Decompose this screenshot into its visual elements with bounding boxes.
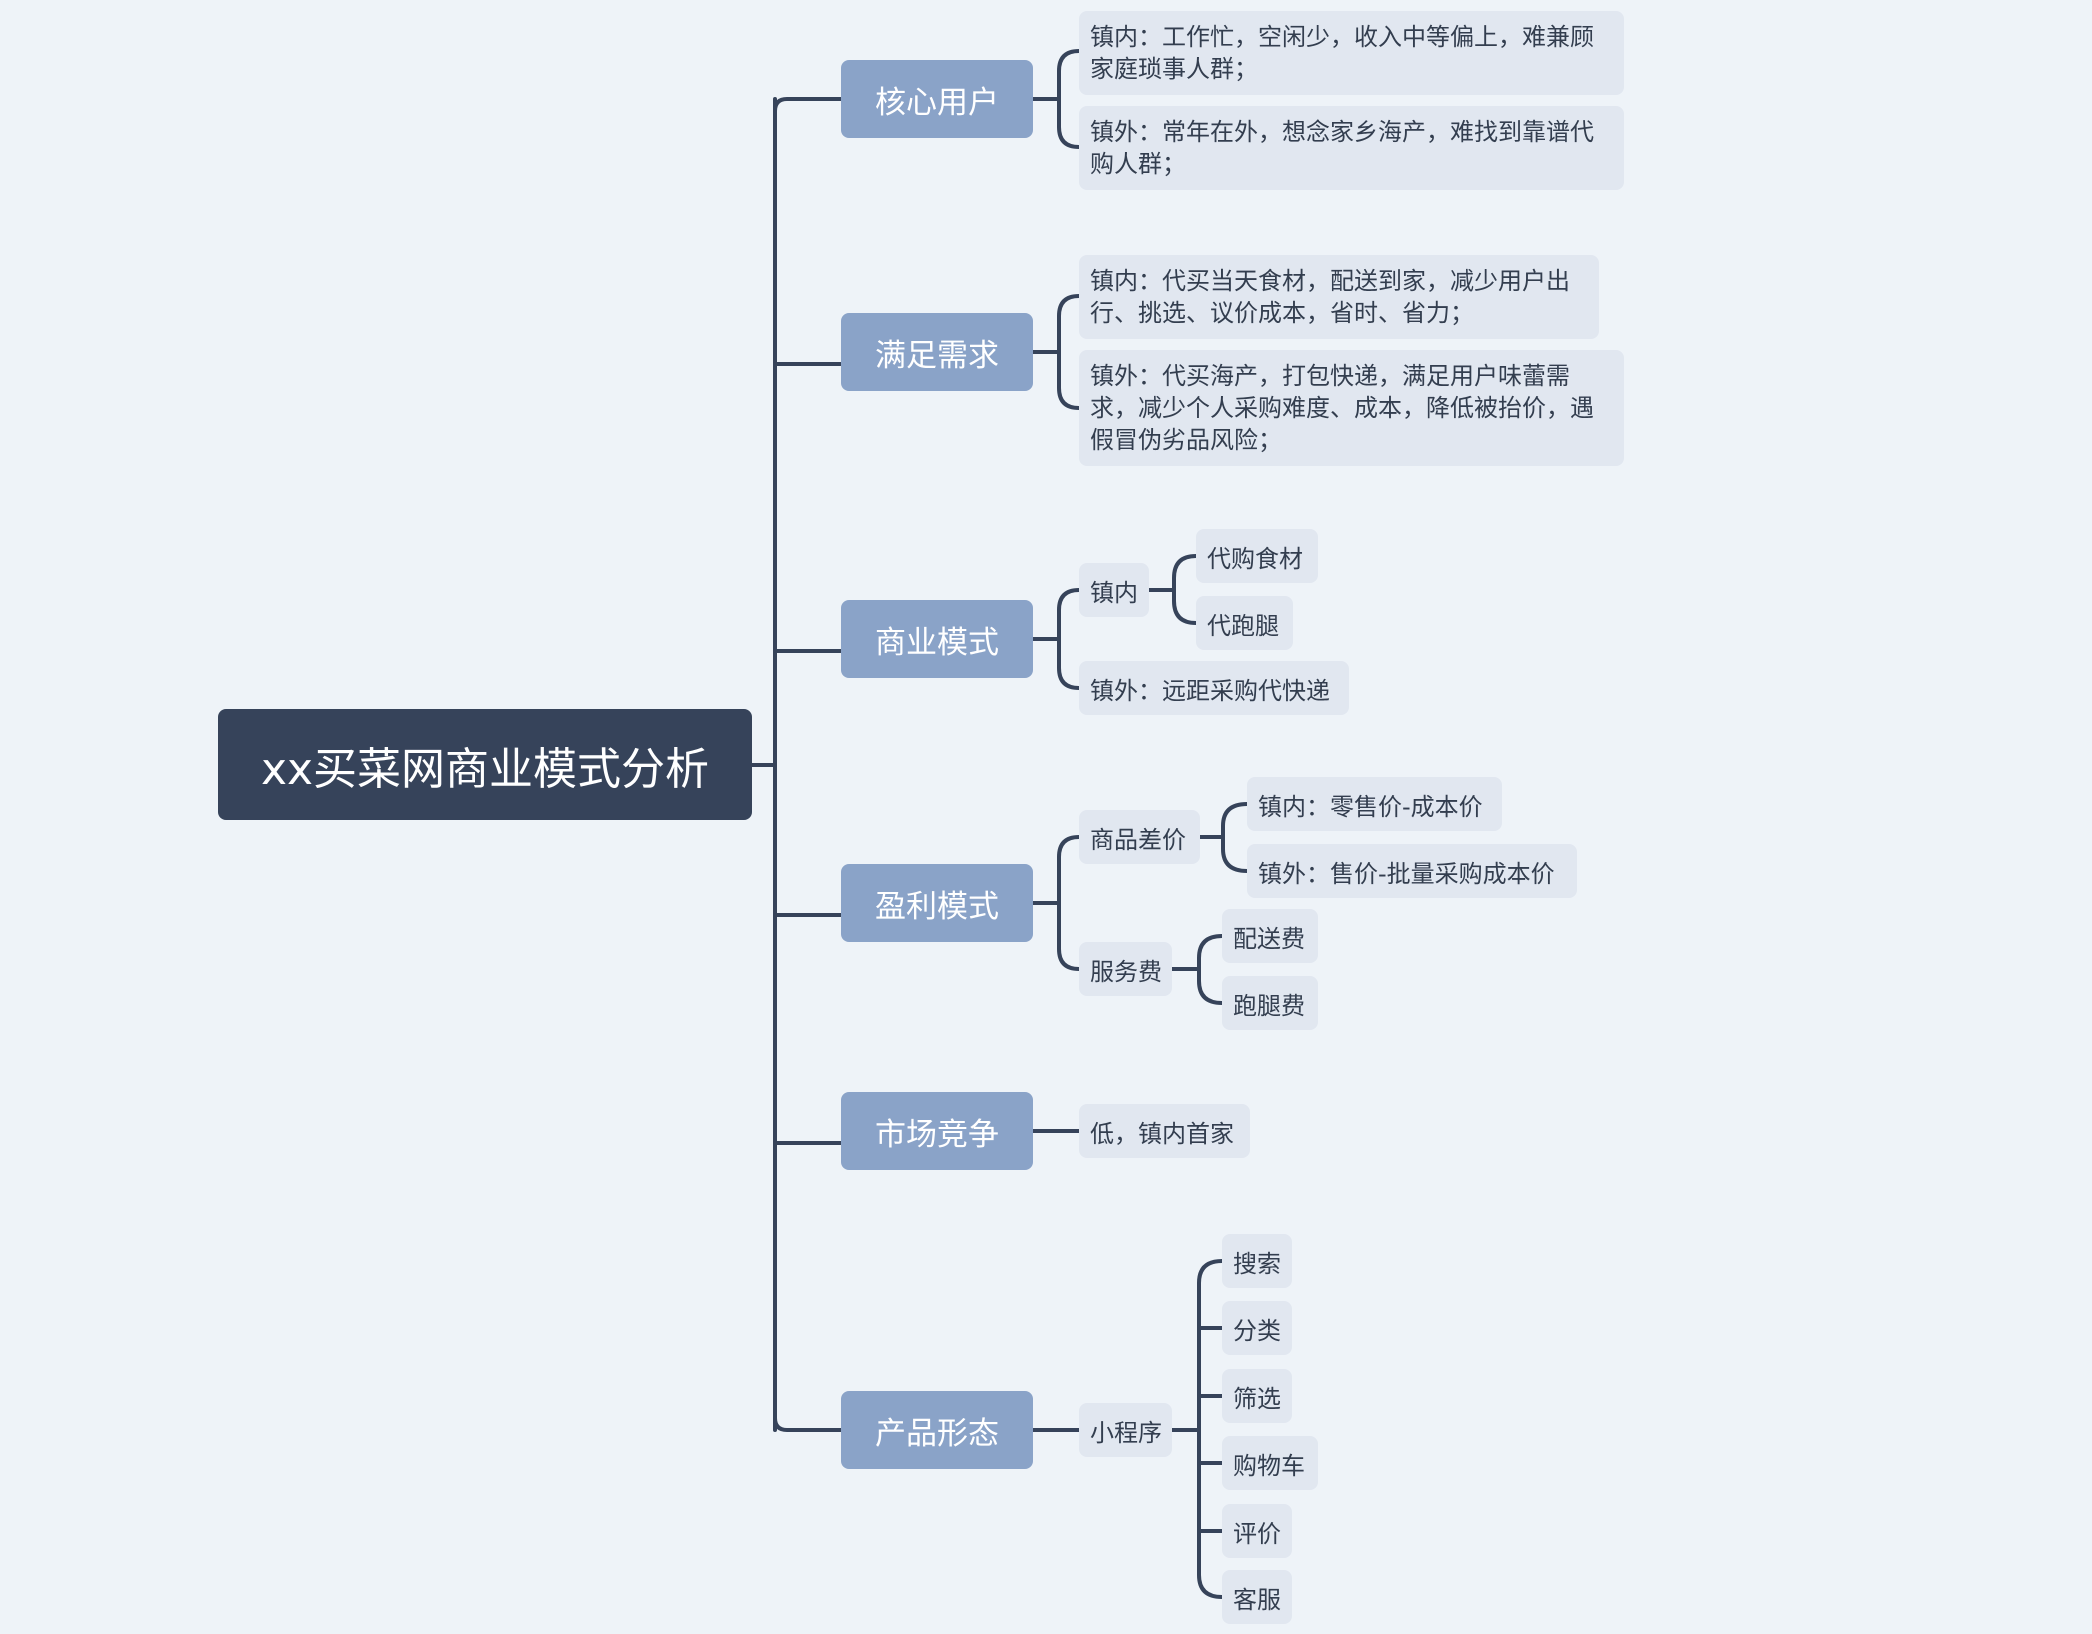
node-profit[interactable]: 盈利模式 bbox=[841, 864, 1033, 942]
line-1: 镇外：常年在外，想念家乡海产，难找到靠谱代 bbox=[1090, 118, 1594, 146]
connector-business-inner bbox=[1147, 554, 1198, 625]
connector-product-mini bbox=[1170, 1259, 1224, 1599]
node-profit-margin-inner[interactable]: 镇内：零售价-成本价 bbox=[1247, 777, 1502, 831]
node-market-low[interactable]: 低，镇内首家 bbox=[1079, 1104, 1250, 1158]
node-business-inner[interactable]: 镇内 bbox=[1079, 563, 1149, 617]
node-core-users-inner[interactable]: 镇内：工作忙，空闲少，收入中等偏上，难兼顾 家庭琐事人群； bbox=[1079, 11, 1624, 95]
node-business-inner-errand[interactable]: 代跑腿 bbox=[1196, 596, 1293, 650]
node-product-category[interactable]: 分类 bbox=[1222, 1301, 1292, 1355]
node-core-users[interactable]: 核心用户 bbox=[841, 60, 1033, 138]
line-1: 镇内：工作忙，空闲少，收入中等偏上，难兼顾 bbox=[1090, 23, 1594, 51]
node-product-mini-program[interactable]: 小程序 bbox=[1079, 1403, 1172, 1457]
line-2: 求，减少个人采购难度、成本，降低被抬价，遇 bbox=[1090, 394, 1594, 422]
connector-needs bbox=[1031, 294, 1081, 410]
node-profit-service[interactable]: 服务费 bbox=[1079, 942, 1172, 996]
connector-business bbox=[1031, 588, 1081, 690]
connector-main-6 bbox=[773, 1416, 843, 1432]
line-1: 镇外：代买海产，打包快递，满足用户味蕾需 bbox=[1090, 362, 1570, 390]
line-2: 行、挑选、议价成本，省时、省力； bbox=[1090, 299, 1474, 327]
node-profit-margin-outer[interactable]: 镇外：售价-批量采购成本价 bbox=[1247, 844, 1577, 898]
node-profit-delivery-fee[interactable]: 配送费 bbox=[1222, 909, 1318, 963]
node-profit-margin[interactable]: 商品差价 bbox=[1079, 810, 1200, 864]
line-1: 镇内：代买当天食材，配送到家，减少用户出 bbox=[1090, 267, 1570, 295]
connector-core-users bbox=[1031, 49, 1081, 149]
node-product-support[interactable]: 客服 bbox=[1222, 1570, 1292, 1624]
line-3: 假冒伪劣品风险； bbox=[1090, 426, 1282, 454]
line-2: 购人群； bbox=[1090, 150, 1186, 178]
node-needs-inner[interactable]: 镇内：代买当天食材，配送到家，减少用户出 行、挑选、议价成本，省时、省力； bbox=[1079, 255, 1599, 339]
node-product-search[interactable]: 搜索 bbox=[1222, 1234, 1292, 1288]
node-product[interactable]: 产品形态 bbox=[841, 1391, 1033, 1469]
connector-root bbox=[750, 97, 777, 1432]
node-core-users-outer[interactable]: 镇外：常年在外，想念家乡海产，难找到靠谱代 购人群； bbox=[1079, 106, 1624, 190]
connector-profit-service bbox=[1170, 934, 1224, 1005]
node-product-filter[interactable]: 筛选 bbox=[1222, 1369, 1292, 1423]
root-node[interactable]: xx买菜网商业模式分析 bbox=[218, 709, 752, 820]
node-product-cart[interactable]: 购物车 bbox=[1222, 1436, 1318, 1490]
connector-profit-margin bbox=[1198, 802, 1249, 873]
node-business[interactable]: 商业模式 bbox=[841, 600, 1033, 678]
line-2: 家庭琐事人群； bbox=[1090, 55, 1258, 83]
node-needs-outer[interactable]: 镇外：代买海产，打包快递，满足用户味蕾需 求，减少个人采购难度、成本，降低被抬价… bbox=[1079, 350, 1624, 466]
connector-profit bbox=[1031, 835, 1081, 971]
node-needs[interactable]: 满足需求 bbox=[841, 313, 1033, 391]
node-product-review[interactable]: 评价 bbox=[1222, 1504, 1292, 1558]
node-business-outer[interactable]: 镇外：远距采购代快递 bbox=[1079, 661, 1349, 715]
connector-main-1 bbox=[773, 97, 843, 113]
node-market[interactable]: 市场竞争 bbox=[841, 1092, 1033, 1170]
node-business-inner-food[interactable]: 代购食材 bbox=[1196, 529, 1318, 583]
node-profit-errand-fee[interactable]: 跑腿费 bbox=[1222, 976, 1318, 1030]
